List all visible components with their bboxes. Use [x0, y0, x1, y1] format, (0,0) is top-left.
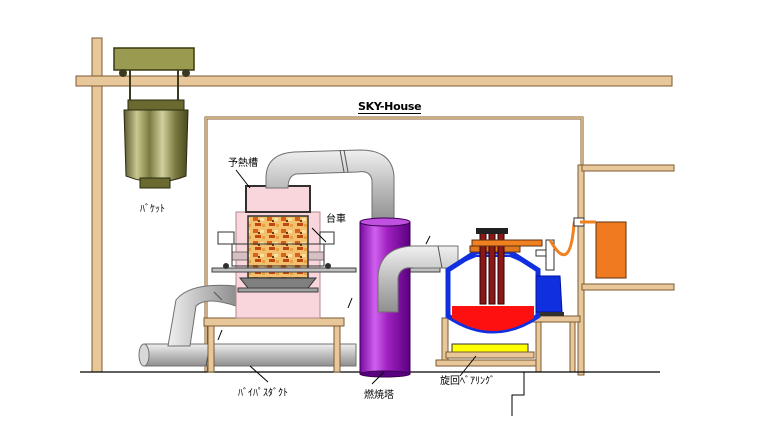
- electrodes: [476, 228, 508, 305]
- label-bypass-duct: ﾊﾞｲﾊﾟｽﾀﾞｸﾄ: [238, 388, 288, 399]
- leader-lines: [235, 169, 477, 385]
- preheat-tank: [231, 185, 325, 319]
- flow-marks: [217, 235, 431, 341]
- duct-left-elbow: [167, 284, 237, 347]
- furnace-support: [435, 317, 537, 367]
- label-bucket: ﾊﾞｹｯﾄ: [140, 204, 165, 215]
- diagram-title: SKY-House: [358, 100, 422, 114]
- control-box: [535, 217, 627, 316]
- label-rotary-ladle: 旋回ﾍﾞｱﾘﾝｸﾞ: [440, 376, 495, 387]
- label-combustion-tower: 燃焼塔: [364, 390, 394, 401]
- overhead-frame: [75, 37, 673, 373]
- cart: [211, 231, 441, 273]
- pit-outline: [511, 372, 525, 416]
- bucket: [113, 47, 195, 189]
- label-preheat-tank: 予熱槽: [228, 158, 258, 169]
- furnace-duct: [377, 245, 459, 313]
- label-cart: 台車: [326, 214, 346, 225]
- bypass-duct: [138, 343, 357, 367]
